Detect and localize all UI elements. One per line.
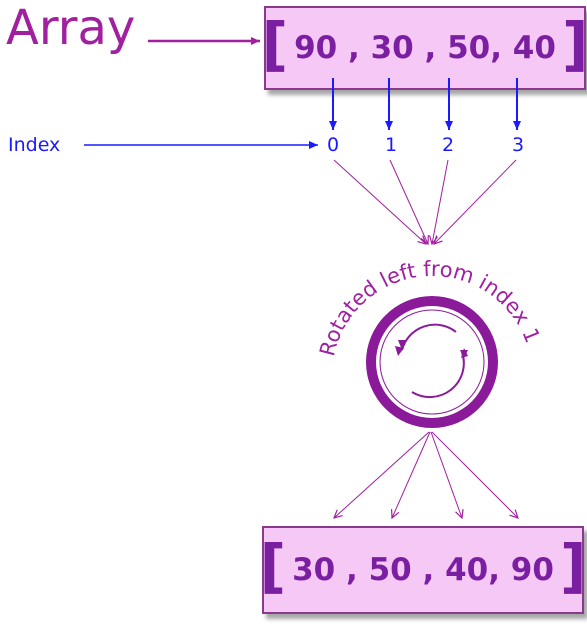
diverge-arrow-0 (334, 431, 430, 518)
converge-arrow-1 (389, 159, 428, 244)
converge-arrow-3 (434, 159, 517, 244)
input-array-box: [ 90 , 30 , 50, 40 ] (261, 6, 587, 90)
output-close-bracket: ] (559, 532, 587, 600)
converge-arrow-0 (333, 159, 426, 244)
diverge-arrow-2 (430, 431, 462, 518)
index-1: 1 (385, 134, 398, 156)
input-array-values: 90 , 30 , 50, 40 (294, 30, 556, 66)
output-array-values: 30 , 50 , 40, 90 (292, 552, 554, 588)
index-2: 2 (442, 134, 455, 156)
diverge-arrow-3 (431, 431, 518, 518)
diverge-arrow-1 (392, 431, 431, 518)
rotation-ring-inner (376, 306, 488, 418)
array-label: Array (6, 0, 136, 56)
index-label: Index (8, 134, 61, 156)
rotate-icon (395, 323, 468, 399)
input-close-bracket: ] (561, 10, 587, 78)
output-open-bracket: [ (259, 532, 287, 600)
converge-arrow-2 (432, 159, 449, 244)
rotation-ring-inner-line (379, 309, 485, 415)
index-0: 0 (327, 134, 340, 156)
index-3: 3 (512, 134, 525, 156)
input-open-bracket: [ (261, 10, 289, 78)
output-array-box: [ 30 , 50 , 40, 90 ] (259, 526, 587, 614)
